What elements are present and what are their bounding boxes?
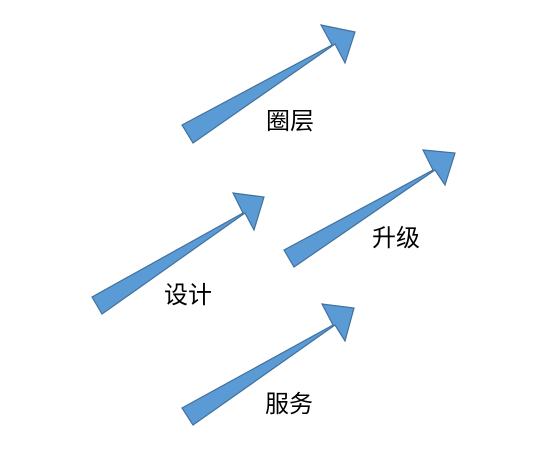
label-quanceng: 圈层 [266, 107, 314, 135]
arrow-quanceng [181, 24, 356, 144]
arrow-shengji [283, 149, 456, 268]
arrow-sheji [91, 192, 265, 315]
label-shengji: 升级 [372, 224, 420, 252]
label-sheji: 设计 [164, 281, 212, 309]
arrow-fuwu [181, 303, 355, 426]
label-fuwu: 服务 [265, 390, 313, 418]
